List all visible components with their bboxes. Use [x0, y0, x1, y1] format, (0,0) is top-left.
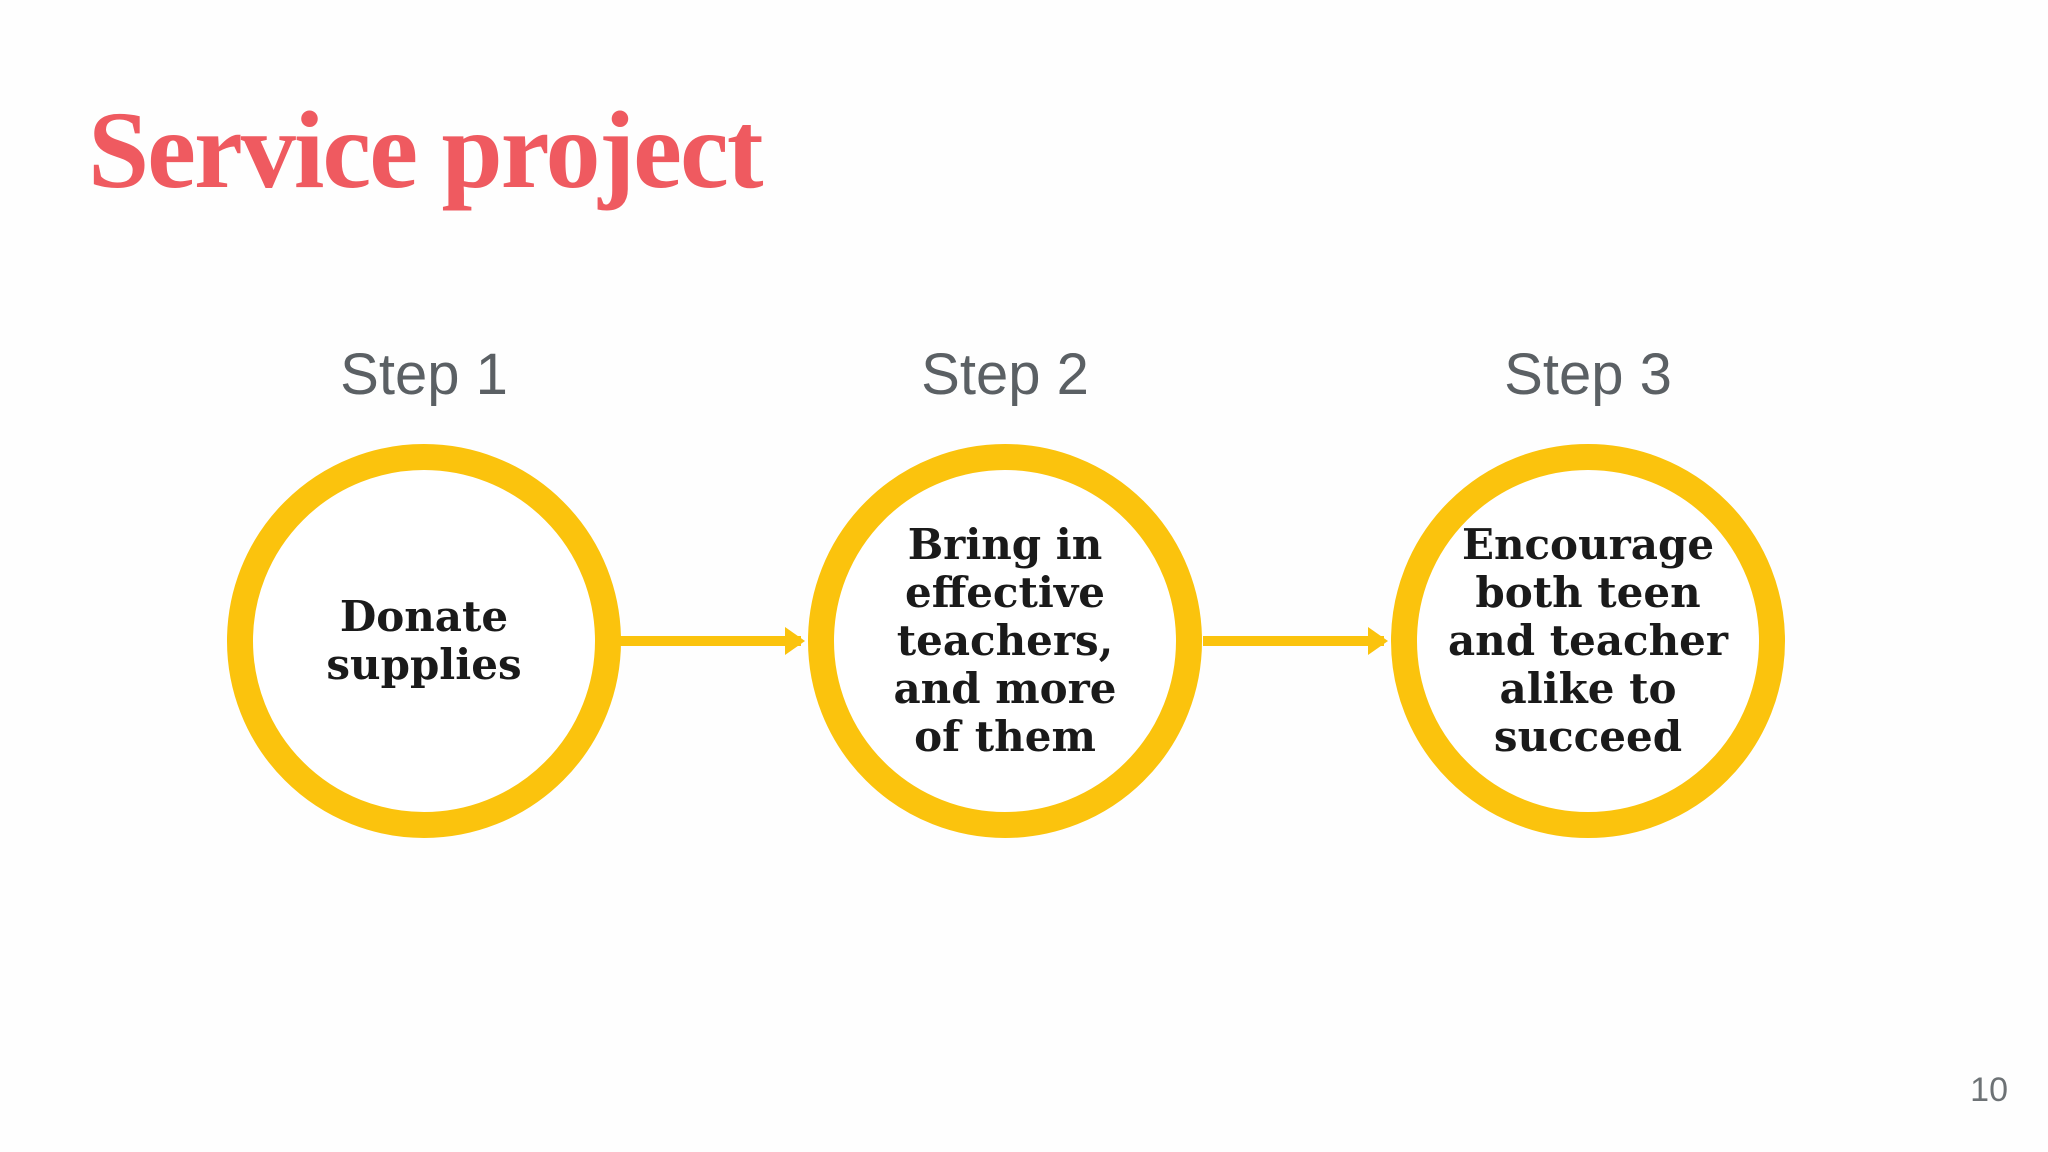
- slide-title: Service project: [88, 89, 763, 211]
- step-3-text-line: alike to: [1499, 664, 1677, 713]
- step-3-label: Step 3: [1504, 342, 1672, 407]
- step-2-text-line: and more: [893, 664, 1117, 713]
- step-2-group: Step 2 Bring in effective teachers, and …: [808, 340, 1202, 838]
- step-1-label: Step 1: [340, 342, 508, 407]
- step-2-text-line: effective: [905, 568, 1105, 617]
- step-3-text-line: both teen: [1475, 568, 1701, 617]
- step-1-text-line: Donate: [339, 592, 509, 641]
- step-2-text: Bring in effective teachers, and more of…: [893, 521, 1116, 761]
- step-3-text-line: Encourage: [1461, 520, 1715, 569]
- step-2-circle: Bring in effective teachers, and more of…: [808, 444, 1202, 838]
- step-2-text-line: Bring in: [907, 520, 1103, 569]
- connector-arrow-1: [619, 627, 805, 655]
- step-2-text-line: of them: [914, 712, 1096, 761]
- arrow-right-icon: [1368, 627, 1388, 655]
- step-3-text-line: succeed: [1493, 712, 1683, 761]
- step-1-text: Donate supplies: [326, 593, 521, 689]
- step-1-circle: Donate supplies: [227, 444, 621, 838]
- step-3-text-line: and teacher: [1447, 616, 1729, 665]
- arrow-right-icon: [785, 627, 805, 655]
- step-2-text-line: teachers,: [896, 616, 1114, 665]
- step-1-text-line: supplies: [326, 640, 522, 689]
- connector-arrow-2: [1203, 627, 1388, 655]
- step-3-text: Encourage both teen and teacher alike to…: [1448, 521, 1728, 761]
- step-3-circle: Encourage both teen and teacher alike to…: [1391, 444, 1785, 838]
- step-3-group: Step 3 Encourage both teen and teacher a…: [1391, 340, 1785, 838]
- page-number: 10: [1970, 1071, 2008, 1109]
- step-1-group: Step 1 Donate supplies: [227, 340, 621, 838]
- step-2-label: Step 2: [921, 342, 1089, 407]
